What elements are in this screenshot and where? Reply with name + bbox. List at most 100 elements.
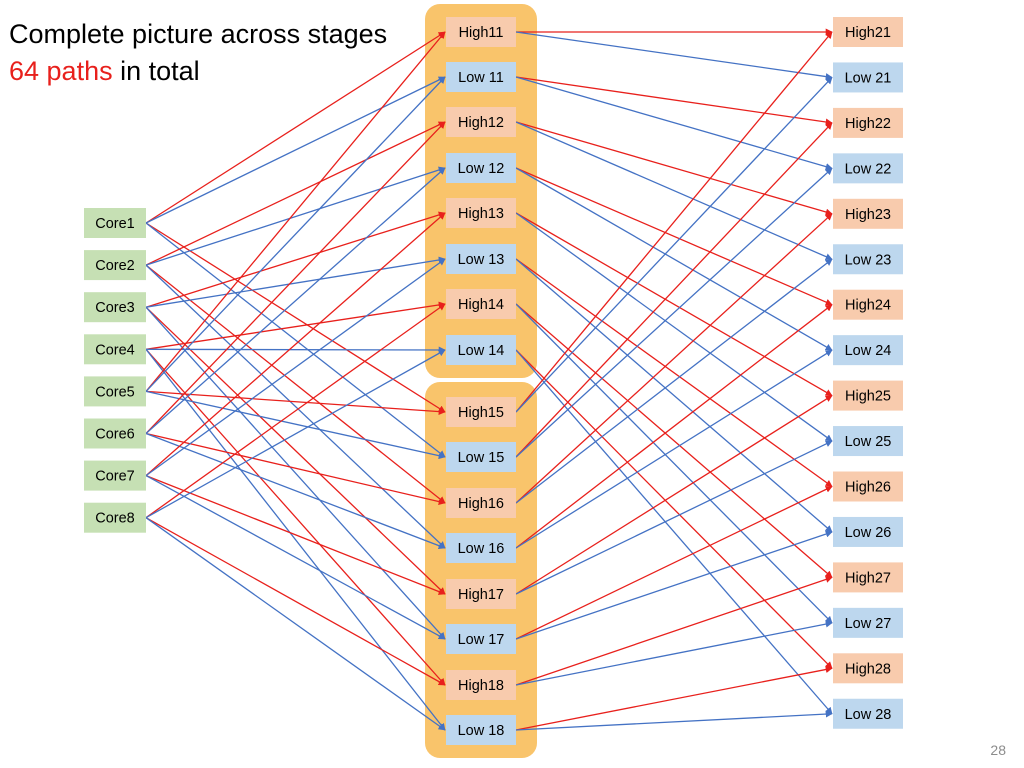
node-high28: High28 xyxy=(833,653,903,684)
path-edges xyxy=(145,28,833,731)
node-low23: Low 23 xyxy=(833,244,903,275)
node-label: Core7 xyxy=(95,469,135,485)
node-label: High17 xyxy=(458,587,504,603)
stage1-edge-core2-to-low16 xyxy=(145,264,446,549)
node-label: Low 18 xyxy=(458,723,505,739)
stage1-edge-core7-to-high17 xyxy=(145,474,446,595)
stage1-edge-core3-to-low13 xyxy=(145,256,446,308)
node-label: Core8 xyxy=(95,511,135,527)
stage1-edge-core7-to-high13 xyxy=(145,212,446,477)
node-label: Low 27 xyxy=(845,616,892,632)
node-label: Core6 xyxy=(95,427,135,443)
node-high21: High21 xyxy=(833,17,903,47)
node-label: High18 xyxy=(458,678,504,694)
node-box xyxy=(833,198,903,229)
stage2-edge-low18-to-low28 xyxy=(515,710,833,731)
node-label: High12 xyxy=(458,115,504,131)
node-box xyxy=(833,289,903,320)
node-box xyxy=(84,376,146,407)
stage2-edge-high17-to-high25 xyxy=(515,395,833,595)
node-core5: Core5 xyxy=(84,376,146,407)
stage1-edge-core7-to-low17 xyxy=(145,475,446,640)
node-core2: Core2 xyxy=(84,250,146,281)
node-label: Low 26 xyxy=(845,525,892,541)
stage-group-upper xyxy=(425,4,537,378)
stage1-edge-core5-to-low11 xyxy=(145,76,446,392)
title-line-1: Complete picture across stages xyxy=(9,19,388,49)
node-high27: High27 xyxy=(833,562,903,593)
node-box xyxy=(446,17,516,47)
node-low15: Low 15 xyxy=(446,442,516,472)
stage1-edge-core8-to-low14 xyxy=(145,349,446,519)
node-high12: High12 xyxy=(446,107,516,137)
node-box xyxy=(446,715,516,745)
node-label: Low 25 xyxy=(845,434,892,450)
stage1-edge-core8-to-high18 xyxy=(145,517,446,686)
node-high18: High18 xyxy=(446,670,516,700)
node-box xyxy=(833,653,903,684)
stage1-edge-core3-to-high13 xyxy=(145,211,446,308)
node-low17: Low 17 xyxy=(446,624,516,654)
node-low21: Low 21 xyxy=(833,62,903,93)
stage1-edge-core6-to-high12 xyxy=(145,121,446,434)
node-box xyxy=(446,533,516,563)
node-label: High23 xyxy=(845,207,891,223)
node-label: Low 17 xyxy=(458,632,505,648)
node-low26: Low 26 xyxy=(833,516,903,547)
node-box xyxy=(84,250,146,281)
stage1-edge-core2-to-low12 xyxy=(145,166,446,266)
stage2-edge-high16-to-low23 xyxy=(515,258,833,504)
node-high11: High11 xyxy=(446,17,516,47)
node-label: High13 xyxy=(458,206,504,222)
node-high23: High23 xyxy=(833,198,903,229)
node-box xyxy=(446,624,516,654)
node-box xyxy=(833,471,903,502)
stage2-edge-low14-to-high28 xyxy=(515,349,833,669)
node-high26: High26 xyxy=(833,471,903,502)
node-label: Low 13 xyxy=(458,252,505,268)
slide-number: 28 xyxy=(990,742,1006,758)
stage1-edge-core5-to-high11 xyxy=(145,31,446,392)
node-high15: High15 xyxy=(446,397,516,427)
stage2-edge-low11-to-high22 xyxy=(515,76,833,126)
node-box xyxy=(446,289,516,319)
stage-groups xyxy=(425,4,537,758)
node-box xyxy=(446,198,516,228)
node-label: Core5 xyxy=(95,384,135,400)
node-label: High16 xyxy=(458,496,504,512)
node-high14: High14 xyxy=(446,289,516,319)
node-label: High21 xyxy=(845,25,891,41)
node-box xyxy=(833,335,903,366)
stage1-edge-core4-to-high14 xyxy=(145,301,446,350)
stage1-edge-core4-to-high18 xyxy=(145,348,446,686)
node-label: High27 xyxy=(845,570,891,586)
stage1-edge-core1-to-high15 xyxy=(145,222,446,413)
stage2-edge-low16-to-high24 xyxy=(515,304,833,549)
node-high13: High13 xyxy=(446,198,516,228)
stage2-edge-low17-to-high26 xyxy=(515,485,833,640)
stage1-edge-core6-to-high16 xyxy=(145,432,446,505)
node-core1: Core1 xyxy=(84,208,146,238)
stage2-edge-low11-to-low22 xyxy=(515,76,833,170)
title-highlight: 64 paths xyxy=(9,56,113,86)
node-box xyxy=(84,418,146,449)
node-label: High22 xyxy=(845,116,891,132)
node-low24: Low 24 xyxy=(833,335,903,366)
node-low12: Low 12 xyxy=(446,153,516,183)
node-box xyxy=(833,17,903,47)
node-label: High15 xyxy=(458,405,504,421)
node-core7: Core7 xyxy=(84,460,146,491)
node-label: High14 xyxy=(458,297,504,313)
node-box xyxy=(833,153,903,184)
node-label: Low 28 xyxy=(845,707,892,723)
stage1-edge-core1-to-low15 xyxy=(145,222,446,458)
node-low18: Low 18 xyxy=(446,715,516,745)
stage1-edge-core8-to-low18 xyxy=(145,517,446,731)
stage2-edge-high11-to-low21 xyxy=(515,31,833,81)
node-box xyxy=(446,397,516,427)
stage-nodes: Core1Core2Core3Core4Core5Core6Core7Core8… xyxy=(84,17,903,745)
node-low25: Low 25 xyxy=(833,426,903,457)
node-label: Low 22 xyxy=(845,161,892,177)
node-label: High25 xyxy=(845,389,891,405)
node-box xyxy=(84,292,146,323)
